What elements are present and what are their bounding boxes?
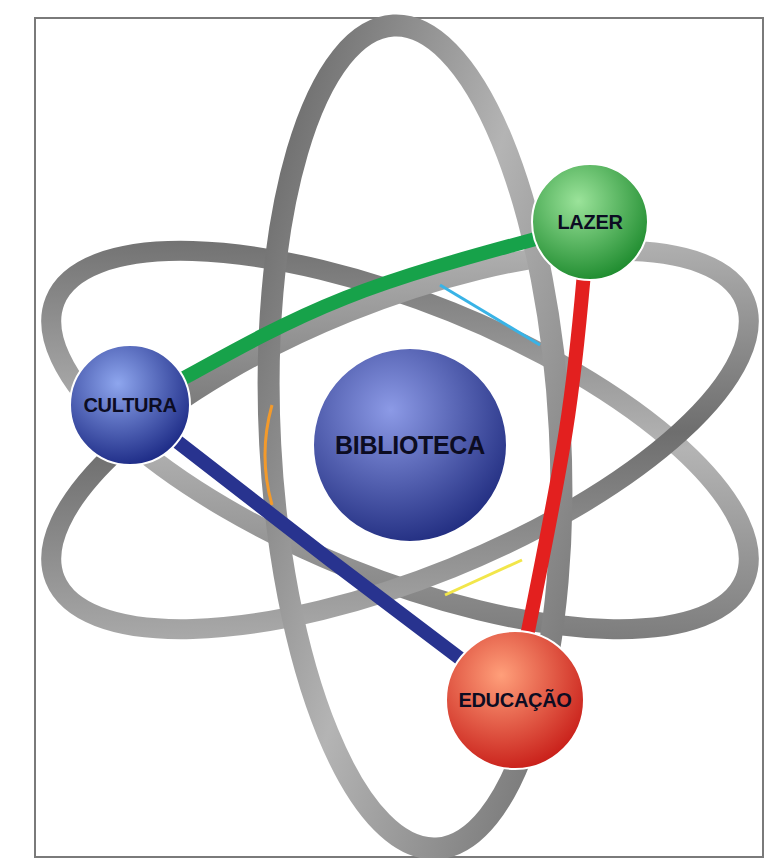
accent-line bbox=[265, 405, 272, 505]
topic-label: CULTURA bbox=[83, 394, 176, 417]
orbit-ribbon bbox=[3, 173, 764, 708]
circle-fill bbox=[532, 164, 648, 280]
topic-label: BIBLIOTECA bbox=[335, 431, 485, 460]
topic-circle: BIBLIOTECA bbox=[312, 347, 508, 543]
topic-circle: LAZER bbox=[531, 163, 649, 281]
accent-line bbox=[445, 560, 522, 595]
link-band bbox=[528, 279, 584, 634]
accent-line bbox=[440, 285, 540, 345]
circle-fill bbox=[313, 348, 507, 542]
topic-circle: CULTURA bbox=[69, 344, 191, 466]
topic-label: LAZER bbox=[557, 211, 622, 234]
link-band bbox=[183, 239, 536, 379]
topic-circle: EDUCAÇÃO bbox=[445, 630, 585, 770]
circle-fill bbox=[446, 631, 584, 769]
orbit-ribbon bbox=[3, 173, 764, 708]
topic-label: EDUCAÇÃO bbox=[458, 689, 571, 712]
circle-fill bbox=[70, 345, 190, 465]
